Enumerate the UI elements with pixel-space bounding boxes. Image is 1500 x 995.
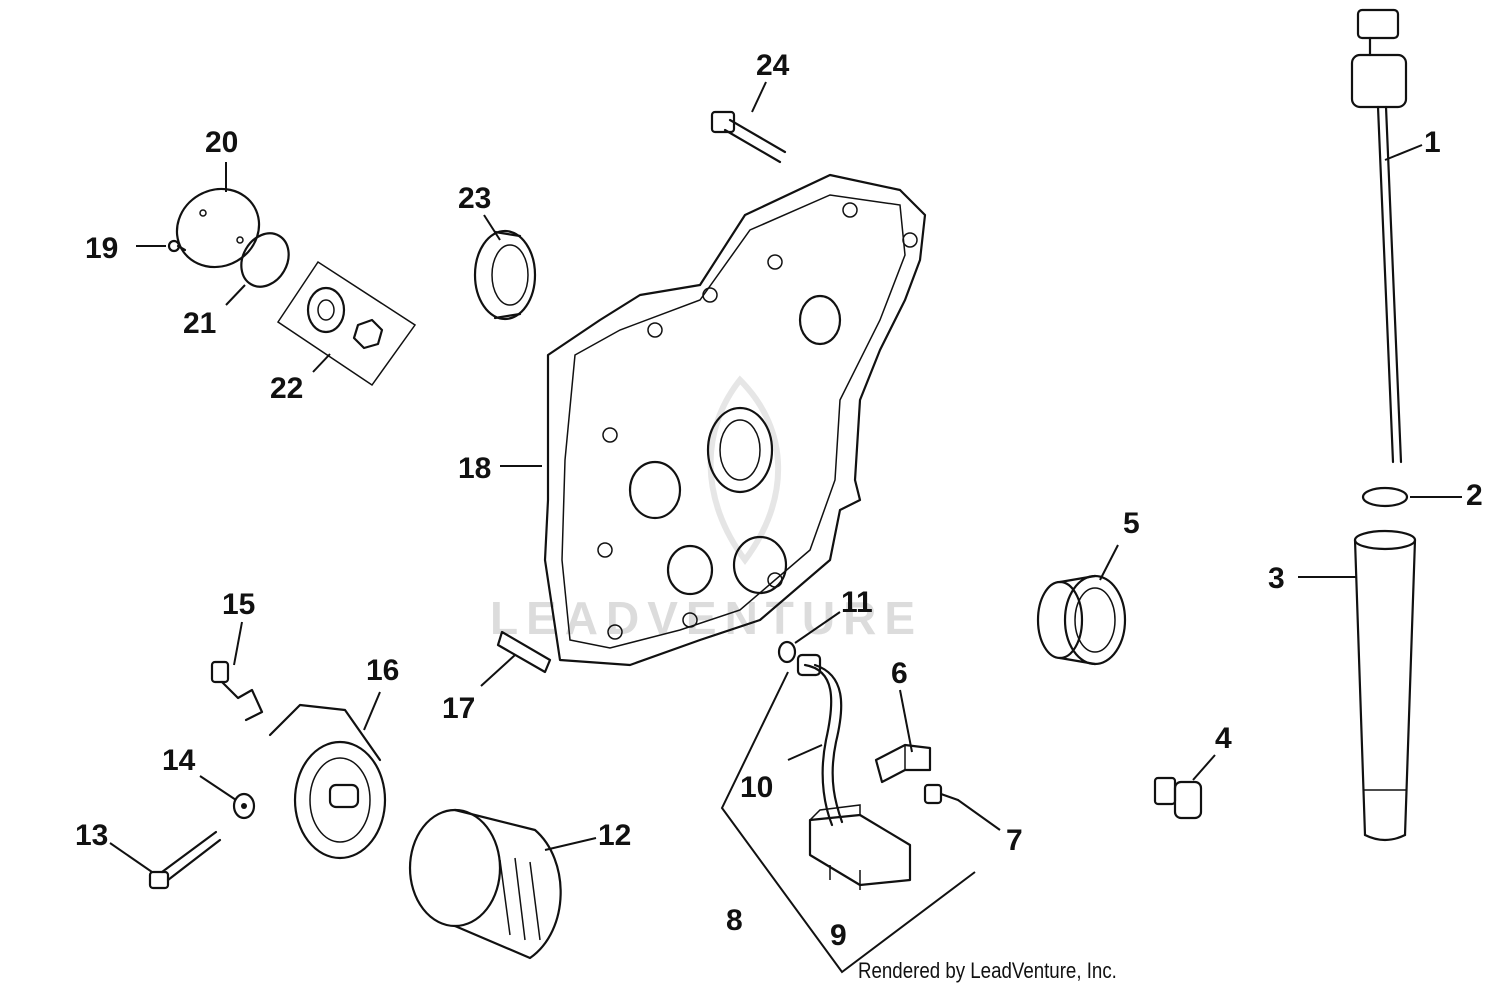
callout-8: 8 xyxy=(726,904,743,937)
part-14-washer[interactable] xyxy=(232,792,256,820)
part-24-bolt[interactable] xyxy=(710,110,787,164)
callout-9: 9 xyxy=(830,919,847,952)
part-21-o-ring[interactable] xyxy=(232,225,298,295)
part-9-pickup-screen[interactable] xyxy=(808,804,912,890)
callout-6: 6 xyxy=(891,657,908,690)
part-13-bolt[interactable] xyxy=(148,830,222,890)
watermark-text: LEADVENTURE xyxy=(490,592,923,644)
callout-14: 14 xyxy=(162,744,196,777)
callout-4: 4 xyxy=(1215,722,1232,755)
callout-7: 7 xyxy=(1006,824,1023,857)
callout-3: 3 xyxy=(1268,562,1285,595)
callout-labels: 1 2 3 4 5 6 7 8 9 10 11 12 13 14 15 16 1… xyxy=(75,49,1483,952)
callout-15: 15 xyxy=(222,588,255,621)
part-7-screw[interactable] xyxy=(923,783,960,805)
watermark: LEADVENTURE xyxy=(490,375,923,644)
part-11-o-ring[interactable] xyxy=(777,640,797,664)
part-15-pressure-switch[interactable] xyxy=(210,660,264,722)
callout-2: 2 xyxy=(1466,479,1483,512)
callout-12: 12 xyxy=(598,819,631,852)
callout-20: 20 xyxy=(205,126,238,159)
render-credit: Rendered by LeadVenture, Inc. xyxy=(858,958,1117,983)
part-4-plug[interactable] xyxy=(1153,776,1203,820)
callout-11: 11 xyxy=(841,586,873,619)
callout-1: 1 xyxy=(1424,126,1441,159)
part-2-o-ring[interactable] xyxy=(1361,486,1409,508)
part-8-assembly-bracket xyxy=(720,671,976,974)
callout-18: 18 xyxy=(458,452,491,485)
part-12-oil-filter[interactable] xyxy=(408,808,562,960)
callout-23: 23 xyxy=(458,182,491,215)
part-6-bracket[interactable] xyxy=(874,743,932,784)
callout-13: 13 xyxy=(75,819,108,852)
part-1-dipstick[interactable] xyxy=(1350,8,1408,464)
callout-5: 5 xyxy=(1123,507,1140,540)
callout-22: 22 xyxy=(270,372,303,405)
leader-lines xyxy=(109,81,1462,873)
callout-10: 10 xyxy=(740,771,773,804)
callout-19: 19 xyxy=(85,232,118,265)
callout-16: 16 xyxy=(366,654,399,687)
part-18-closure-plate[interactable] xyxy=(543,173,927,667)
part-10-pickup-tube[interactable] xyxy=(796,653,844,827)
callout-17: 17 xyxy=(442,692,475,725)
part-3-dipstick-tube[interactable] xyxy=(1353,529,1417,842)
part-16-filter-adapter[interactable] xyxy=(268,703,387,860)
part-22-oil-pump-kit[interactable] xyxy=(276,260,417,387)
part-20-cover[interactable] xyxy=(163,174,274,282)
part-17-gasket[interactable] xyxy=(496,630,552,674)
part-23-oil-seal[interactable] xyxy=(473,229,537,321)
part-5-bearing-sleeve[interactable] xyxy=(1036,574,1127,666)
callout-24: 24 xyxy=(756,49,790,82)
callout-21: 21 xyxy=(183,307,216,340)
